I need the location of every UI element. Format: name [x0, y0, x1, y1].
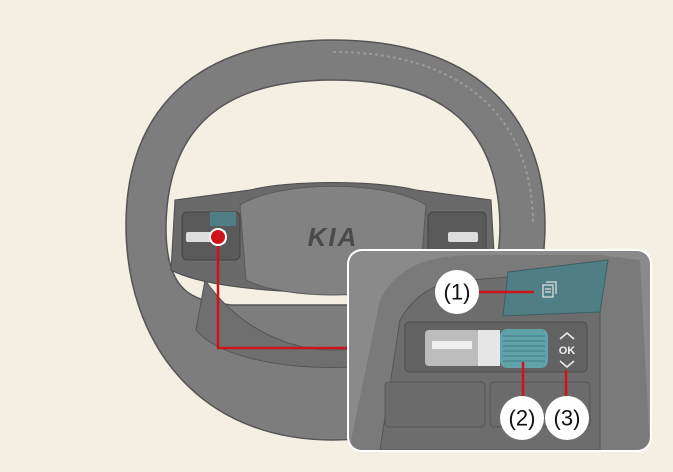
scroll-wheel[interactable] — [500, 329, 548, 368]
callout-1: (1) — [435, 270, 479, 314]
kia-logo: KIA — [308, 222, 359, 252]
svg-text:(3): (3) — [554, 406, 581, 431]
menu-icon — [542, 281, 557, 298]
callout-origin-dot — [209, 228, 227, 246]
svg-text:(1): (1) — [444, 280, 471, 305]
ok-label[interactable]: OK — [559, 345, 576, 357]
callout-leader-line — [216, 237, 349, 350]
svg-text:(2): (2) — [509, 406, 536, 431]
callout-2: (2) — [500, 396, 544, 440]
right-switch-cluster — [427, 211, 487, 261]
chevron-down-icon[interactable] — [559, 360, 575, 368]
callout-3: (3) — [545, 396, 589, 440]
detail-inset: OK — [347, 249, 652, 452]
chevron-up-icon[interactable] — [559, 332, 575, 340]
